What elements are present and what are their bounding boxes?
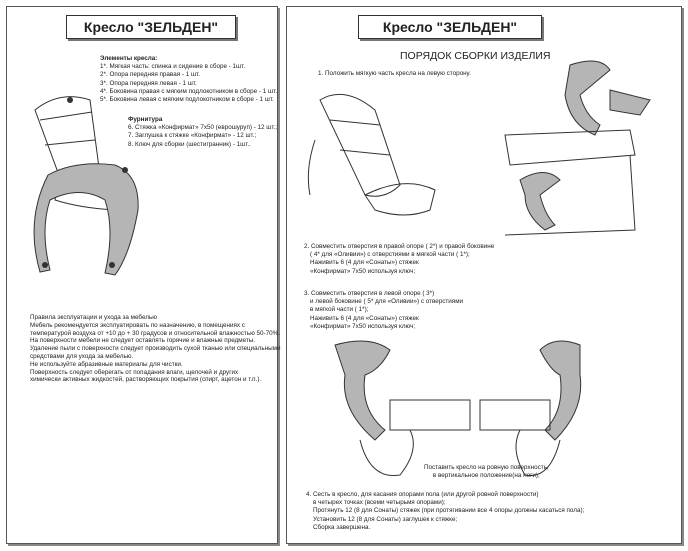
step-3-line: «Конфирмат» 7х50 используя ключ; [310,322,416,330]
chair-illustration [33,96,139,276]
stand-line: Поставить кресло на ровную поверхность, [424,464,549,471]
step-4: 4. Сесть в кресло, для касания опорами п… [306,491,584,532]
element-item: 2*. Опора передняя правая - 1 шт. [100,71,200,79]
step-2-line: 2. Совместить отверстия в правой опоре (… [304,243,495,250]
step-2: 2. Совместить отверстия в правой опоре (… [304,243,494,276]
step-3-line: и левой боковине ( 5* для «Оливии») с от… [310,298,464,306]
right-title: Кресло "ЗЕЛЬДЕН" [358,15,542,39]
care-line: Мебель рекомендуется эксплуатировать по … [30,321,245,329]
step-3-line: в мягкой части ( 1*); [310,306,369,314]
step-3: 3. Совместить отверстия в левой опоре ( … [304,290,463,331]
hardware-item: 7. Заглушка к стяжке «Конфирмат» - 12 шт… [128,132,257,140]
care-line: Правила эксплуатации и ухода за мебелью [30,314,157,321]
care-line: Удаление пыли с поверхности следует прои… [30,345,281,353]
hardware-list: Фурнитура 6. Стяжка «Конфирмат» 7х50 (ев… [128,116,277,149]
element-item: 3*. Опора передняя левая - 1 шт. [100,79,197,87]
step-4-line: в четырех точках (всеми четырьмя опорами… [313,499,446,507]
element-item: 4*. Боковина правая с мягким подлокотник… [100,87,277,95]
elements-list: Элементы кресла: 1*. Мягкая часть: спинк… [100,55,277,104]
care-line: средствами для ухода за мебелью. [30,352,134,360]
step-4-line: Протянуть 12 (8 для Сонаты) стяжек (при … [313,507,585,515]
care-line: температурой воздуха от +10 до + 30 град… [30,329,281,337]
step-2-line: Наживить 6 (4 для «Сонаты») стяжек [310,259,419,267]
care-line: Не используйте абразивные материалы для … [30,360,183,368]
step-3-left-illustration [334,340,471,477]
care-line: химически активных жидкостей, растворяющ… [30,376,262,384]
step-1: 1. Положить мягкую часть кресла на левую… [318,70,471,77]
left-title: Кресло "ЗЕЛЬДЕН" [66,15,236,39]
stand-line: в вертикальное положение(на ноги); [432,472,540,480]
step-4-line: Сборка завершена. [313,523,371,531]
elements-heading: Элементы кресла: [100,55,158,62]
element-item: 5*. Боковина левая с мягким подлокотнико… [100,96,274,104]
step-3-line: 3. Совместить отверстия в левой опоре ( … [304,290,435,297]
step-3-right-illustration [479,340,582,477]
step-2-illustration [504,60,651,236]
step-2-line: «Конфирмат» 7х50 используя ключ; [310,267,416,275]
left-page [6,6,278,544]
care-instructions: Правила эксплуатации и ухода за мебелью … [30,314,280,384]
step-2-line: ( 4* для «Оливии») с отверстиями в мягко… [310,251,470,259]
step-4-line: 4. Сесть в кресло, для касания опорами п… [306,491,539,498]
care-line: Поверхность следует оберегать от попадан… [30,368,239,376]
care-line: На поверхности мебели не следует оставля… [30,337,256,345]
assembly-heading: ПОРЯДОК СБОРКИ ИЗДЕЛИЯ [400,50,551,62]
step-3-line: Наживить 6 (4 для «Сонаты») стяжек [310,314,419,322]
step-4-line: Установить 12 (8 для Сонаты) заглушек к … [313,515,458,523]
hardware-item: 8. Ключ для сборки (шестигранник) - 1шт.… [128,140,251,148]
element-item: 1*. Мягкая часть: спинка и сидение в сбо… [100,63,246,71]
step-1-illustration [307,93,436,216]
hardware-heading: Фурнитура [128,116,163,123]
hardware-item: 6. Стяжка «Конфирмат» 7х50 (еврошуруп) -… [128,124,278,132]
stand-instruction: Поставить кресло на ровную поверхность, … [424,464,549,480]
